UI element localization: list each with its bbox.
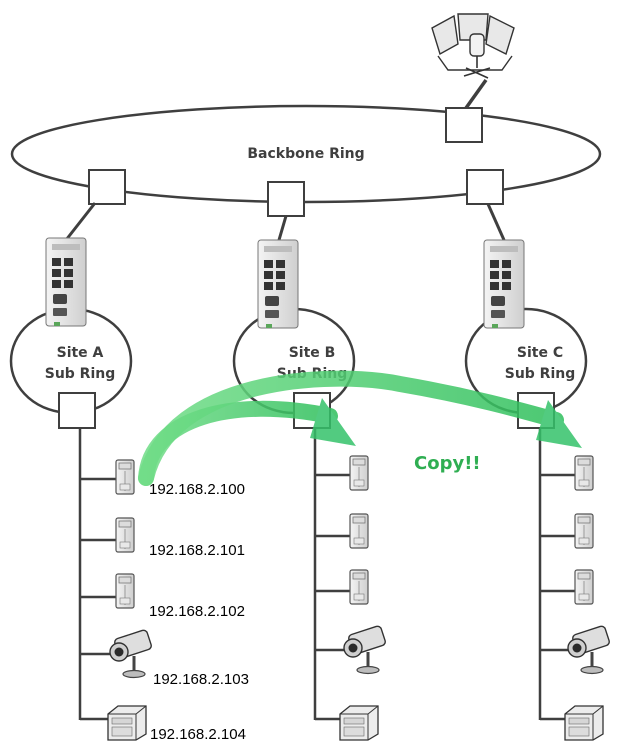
link-a [64,202,97,241]
io-module-icon [115,573,135,609]
plc-controller-icon [564,705,604,741]
site-a-branches [80,477,116,721]
backbone-node-1 [88,169,126,205]
link-c [486,203,506,241]
ip-camera-icon [108,627,154,679]
site-a-gateway [58,392,96,429]
industrial-switch-icon [483,239,525,329]
plc-controller-icon [339,705,379,741]
copy-label: Copy!! [414,453,481,474]
backbone-ring-label: Backbone Ring [247,146,364,162]
io-module-icon [574,455,594,491]
site-c-branches [540,473,575,721]
backbone-node-2 [267,181,305,217]
io-module-icon [574,513,594,549]
io-module-icon [349,455,369,491]
industrial-switch-icon [45,237,87,327]
ip-address-label: 192.168.2.101 [149,542,245,559]
copy-arrow-icon [138,370,582,486]
io-module-icon [349,513,369,549]
io-module-icon [115,517,135,553]
ip-address-label: 192.168.2.104 [150,726,246,743]
io-module-icon [574,569,594,605]
ip-camera-icon [342,623,388,675]
site-a-sub: Sub Ring [45,366,116,382]
backbone-node-3 [466,169,504,205]
backbone-node-4 [445,107,483,143]
ip-camera-icon [566,623,612,675]
control-room-icon [431,13,515,79]
site-b-branches [315,473,350,721]
plc-controller-icon [107,705,147,741]
link-b [277,215,288,241]
industrial-switch-icon [257,239,299,329]
backbone-ring [10,104,602,204]
ip-address-label: 192.168.2.102 [149,603,245,620]
site-b-name: Site B [289,345,336,361]
io-module-icon [349,569,369,605]
site-a-name: Site A [57,345,104,361]
site-c-name: Site C [517,345,563,361]
ip-address-label: 192.168.2.100 [149,481,245,498]
io-module-icon [115,459,135,495]
ip-address-label: 192.168.2.103 [153,671,249,688]
site-c-sub: Sub Ring [505,366,576,382]
uplink-line [464,78,488,110]
copy-arrow-icon [138,398,356,486]
